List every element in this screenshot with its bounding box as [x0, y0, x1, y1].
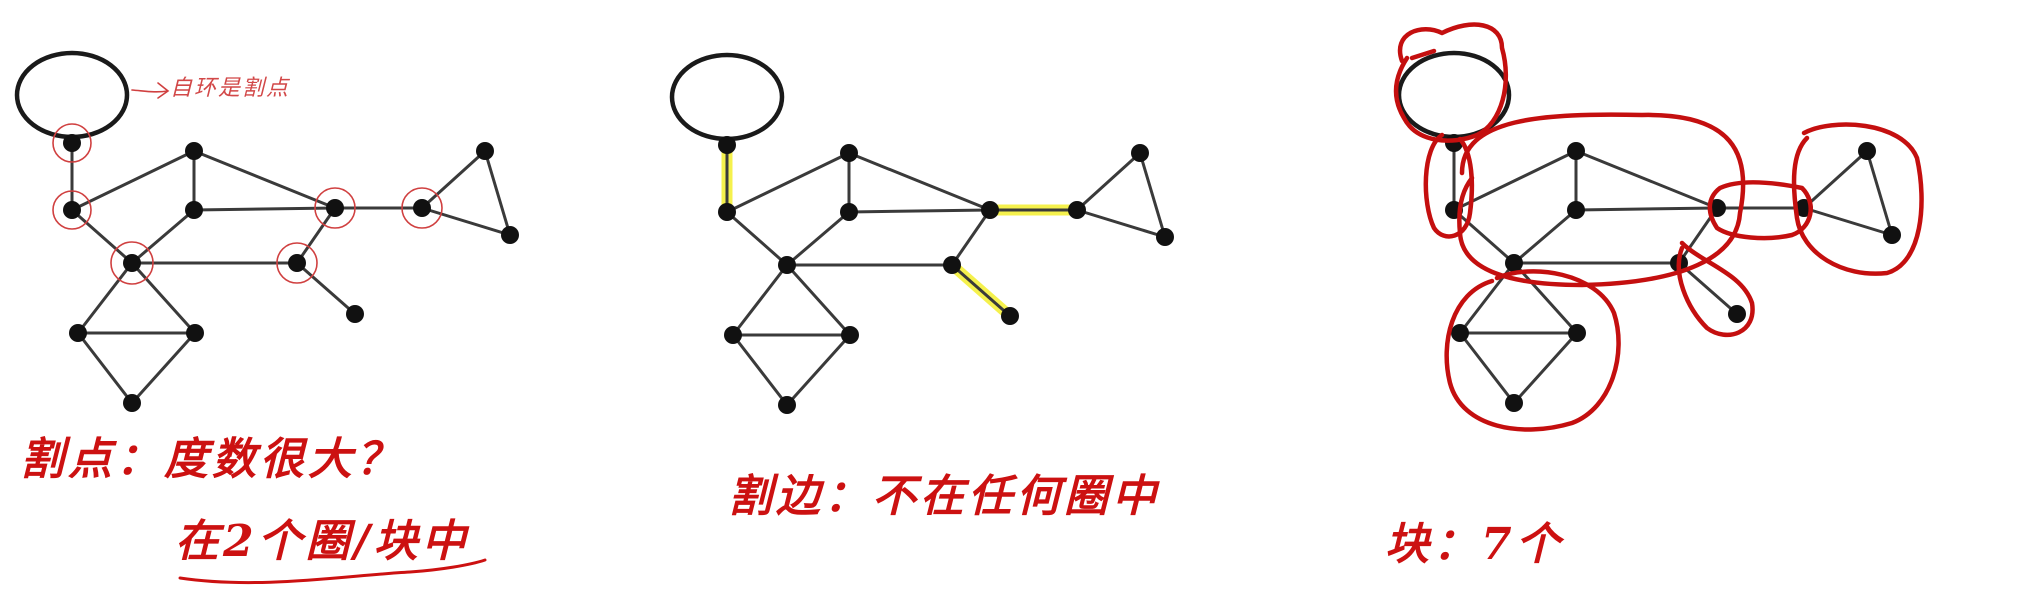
- panel-bridges: [672, 55, 1174, 414]
- panel-blocks: [1393, 22, 1924, 432]
- underline-stroke: [178, 558, 487, 585]
- panel-cut-vertices: [17, 53, 519, 412]
- cut-vertex-note-2: 在2个圈/块中: [175, 516, 470, 567]
- arrow-icon: [131, 82, 170, 99]
- cut-vertex-markers: [52, 123, 443, 285]
- block-outlines: [1393, 22, 1924, 432]
- self-loop-note: 自环是割点: [170, 76, 291, 101]
- bridge-highlights: [721, 139, 1083, 322]
- cut-vertex-note: 割点：度数很大？: [20, 434, 404, 485]
- block-count-note: 块：7个: [1385, 519, 1564, 570]
- bridge-note: 割边：不在任何圈中: [728, 471, 1160, 522]
